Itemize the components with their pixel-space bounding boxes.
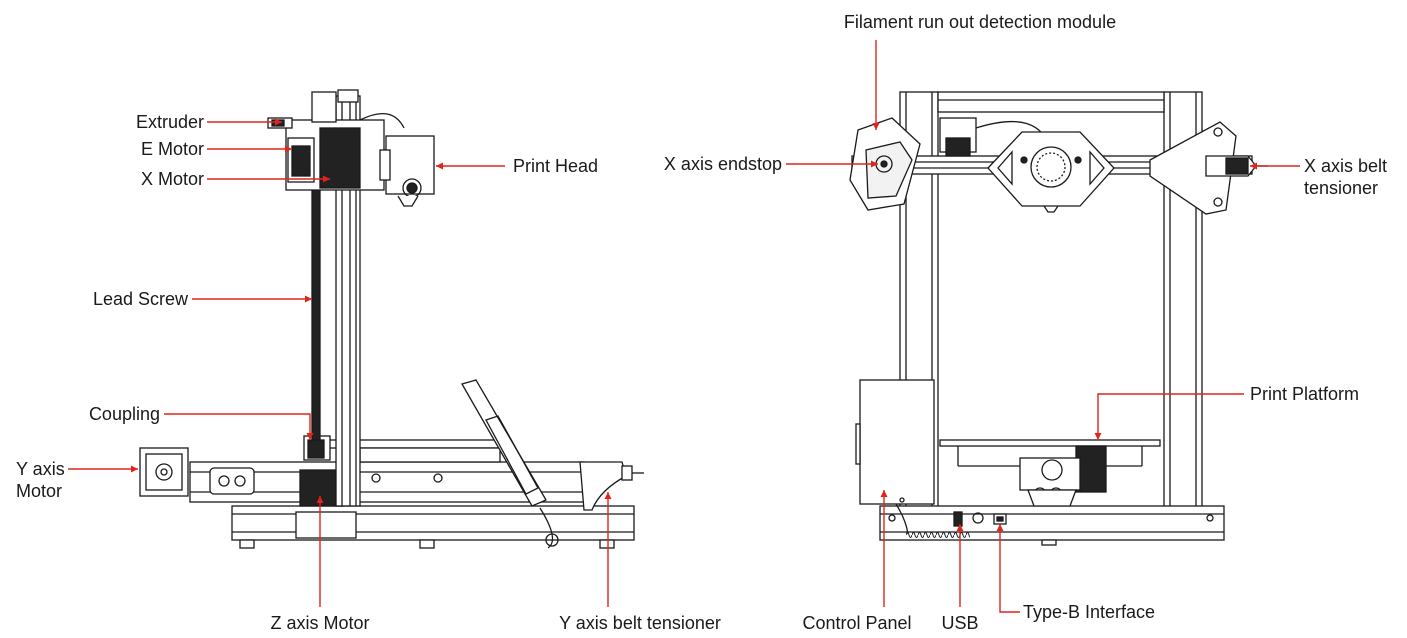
leader-z-axis-motor-arrowhead	[316, 496, 324, 503]
side-lead-screw	[311, 149, 321, 441]
leader-x-motor-arrowhead	[323, 175, 330, 183]
leader-e-motor-arrowhead	[285, 145, 292, 153]
label-e-motor: E Motor	[140, 139, 204, 159]
label-y-axis-motor-line2: Motor	[16, 481, 63, 501]
leader-extruder-arrowhead	[275, 118, 282, 126]
leader-type-b-interface	[999, 524, 1020, 613]
leader-y-axis-motor-arrowhead	[131, 465, 138, 473]
front-left-bracket	[849, 117, 1051, 211]
label-print-platform: Print Platform	[1250, 384, 1360, 404]
label-extruder: Extruder	[135, 112, 204, 132]
front-control-panel	[855, 379, 935, 505]
label-print-head: Print Head	[513, 156, 599, 176]
front-coiled-cable	[895, 503, 970, 542]
label-x-axis-endstop: X axis endstop	[663, 154, 782, 174]
label-usb: USB	[941, 613, 979, 633]
leader-print-head-arrowhead	[436, 162, 443, 170]
label-filament-runout-module: Filament run out detection module	[843, 12, 1117, 32]
label-y-axis-belt-tensioner: Y axis belt tensioner	[559, 613, 721, 633]
leader-print-platform-arrowhead	[1094, 433, 1102, 440]
label-lead-screw: Lead Screw	[92, 289, 188, 309]
leader-x-axis-belt-tensioner-arrowhead	[1250, 162, 1257, 170]
label-z-axis-motor: Z axis Motor	[270, 613, 370, 633]
leader-type-b-interface-arrowhead	[996, 524, 1004, 531]
label-x-axis-belt-tensioner: X axis belt tensioner	[1304, 155, 1387, 199]
label-type-b-interface: Type-B Interface	[1023, 602, 1156, 622]
leader-filament-runout-arrowhead	[872, 123, 880, 130]
side-view-printer	[139, 89, 644, 549]
front-view-printer	[849, 91, 1268, 546]
front-print-bed	[939, 439, 1161, 507]
side-base-frame	[231, 505, 635, 549]
label-coupling: Coupling	[88, 404, 160, 424]
label-x-axis-belt-tensioner-line2: tensioner	[1304, 178, 1379, 198]
leader-y-axis-belt-tensioner-arrowhead	[604, 492, 612, 499]
label-y-axis-motor: Y axis Motor	[16, 458, 65, 502]
leader-control-panel-arrowhead	[880, 490, 888, 497]
side-y-belt-tensioner	[579, 461, 644, 511]
side-control-panel	[461, 379, 559, 549]
front-right-bracket	[1149, 121, 1268, 215]
label-y-axis-motor-line1: Y axis	[16, 459, 65, 479]
leader-print-platform	[1097, 393, 1244, 440]
label-x-axis-belt-tensioner-line1: X axis belt	[1304, 156, 1388, 176]
label-x-motor: X Motor	[140, 169, 204, 189]
side-y-motor	[139, 447, 189, 497]
side-print-head	[379, 135, 435, 207]
leader-x-axis-endstop-arrowhead	[871, 160, 878, 168]
leader-lead-screw-arrowhead	[305, 295, 312, 303]
leader-coupling	[164, 413, 311, 440]
leader-lines	[68, 40, 1300, 613]
leader-usb-arrowhead	[956, 524, 964, 531]
leader-coupling-arrowhead	[306, 433, 314, 440]
label-control-panel: Control Panel	[802, 613, 912, 633]
front-print-head	[987, 131, 1115, 213]
